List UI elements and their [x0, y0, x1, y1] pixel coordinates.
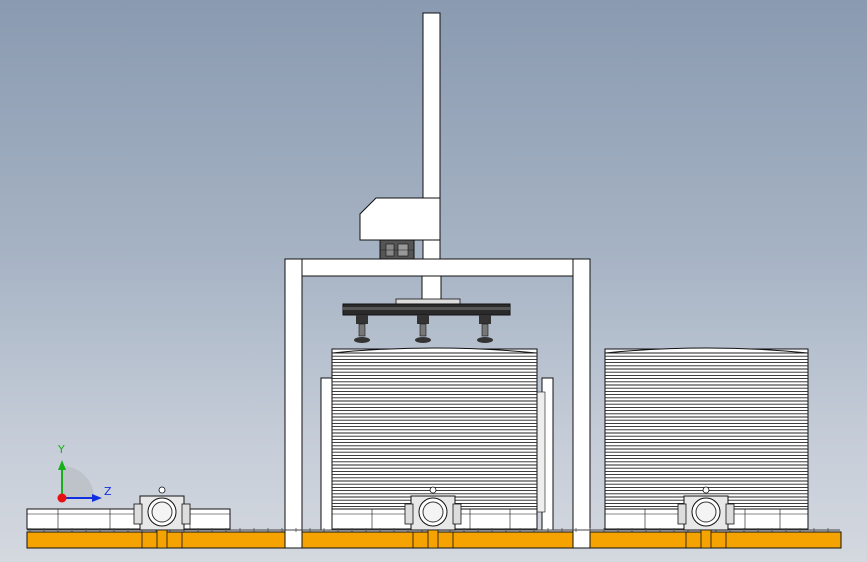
gantry-frame[interactable]: [284, 258, 591, 549]
suction-cup-1: [354, 315, 370, 343]
lift-carriage[interactable]: [359, 197, 441, 260]
sheet-stack-right[interactable]: [604, 347, 809, 510]
gantry-top-beam: [284, 258, 591, 277]
triad-x-axis: [57, 493, 67, 503]
sheet-stack-middle[interactable]: [331, 347, 538, 510]
base-rail-right: [589, 531, 842, 549]
carriage-motor: [379, 239, 415, 260]
pallet-left[interactable]: [26, 508, 231, 530]
coordinate-triad: [57, 460, 102, 503]
gripper-assembly[interactable]: [342, 275, 511, 343]
triad-y-label: Y: [58, 443, 65, 456]
gantry-left-leg: [284, 258, 303, 549]
bearing-block-left[interactable]: [133, 486, 191, 549]
gantry-right-leg: [572, 258, 591, 549]
suction-cup-3: [477, 315, 493, 343]
suction-cup-2: [415, 315, 431, 343]
triad-z-label: Z: [104, 485, 112, 498]
bearing-block-right[interactable]: [677, 486, 735, 549]
carriage-housing: [359, 197, 441, 241]
bearing-block-middle[interactable]: [404, 486, 462, 549]
base-rail-left: [26, 531, 286, 549]
